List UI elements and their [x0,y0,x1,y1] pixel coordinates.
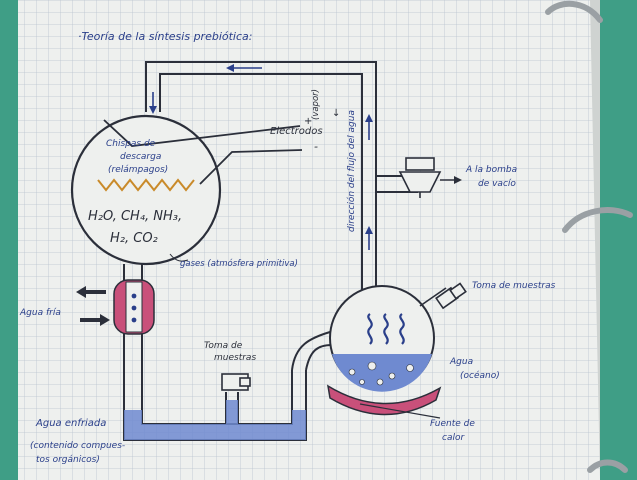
label-chispas-3: (relámpagos) [108,165,168,175]
heat-source [326,384,442,416]
label-agua-1: Agua [449,357,473,367]
cooled-water-tap [226,400,238,424]
sampling-tap-top [419,282,467,310]
label-bomba-1: A la bomba [465,165,517,175]
cold-water-arrows [76,286,110,326]
steam-waves [367,313,405,345]
label-bomba-2: de vacío [478,179,516,189]
reaction-sphere [70,114,222,266]
label-direccion-flujo: dirección del flujo del agua [346,110,357,232]
label-toma-muestras-mid-1: Toma de [204,341,243,351]
label-chispas-1: Chispas de [106,139,156,149]
label-plus: + [304,116,312,127]
binder-left-edge [0,0,18,480]
label-vapor: (vapor) [311,89,321,120]
label-agua-fria: Agua fría [19,308,61,318]
label-chispas-2: descarga [120,152,161,162]
binder-spine [600,0,637,480]
label-gases: gases (atmósfera primitiva) [180,258,298,269]
label-agua-enfriada: Agua enfriada [35,418,106,429]
cooled-water [124,410,306,440]
labels: Electrodos + - Chispas de descarga (relá… [19,89,556,465]
binder-rings [545,0,633,473]
label-fuente-2: calor [442,433,465,443]
page-title: ·Teoría de la síntesis prebiótica: [78,30,252,43]
label-agua-2: (océano) [460,370,500,381]
sampling-tap-mid [221,373,251,391]
label-toma-muestras-mid-2: muestras [214,353,256,363]
ocean-water [332,354,432,392]
label-molecules-2: H₂, CO₂ [110,231,158,246]
label-minus: - [314,140,318,153]
label-fuente-1: Fuente de [430,419,475,429]
condensate-drops [131,293,137,323]
label-toma-muestras-top: Toma de muestras [472,281,556,291]
label-contenido-2: tos orgánicos) [36,455,100,465]
label-contenido-1: (contenido compues- [30,441,125,451]
bubbles [348,361,414,386]
label-molecules-1: H₂O, CH₄, NH₃, [88,209,182,224]
electrodes [103,119,303,185]
flow-arrows [149,64,373,250]
spark-discharge [97,178,195,192]
label-vapor-arrow: ↓ [332,108,340,119]
label-electrodos: Electrodos [270,126,323,137]
vacuum-stopcock [398,157,442,198]
